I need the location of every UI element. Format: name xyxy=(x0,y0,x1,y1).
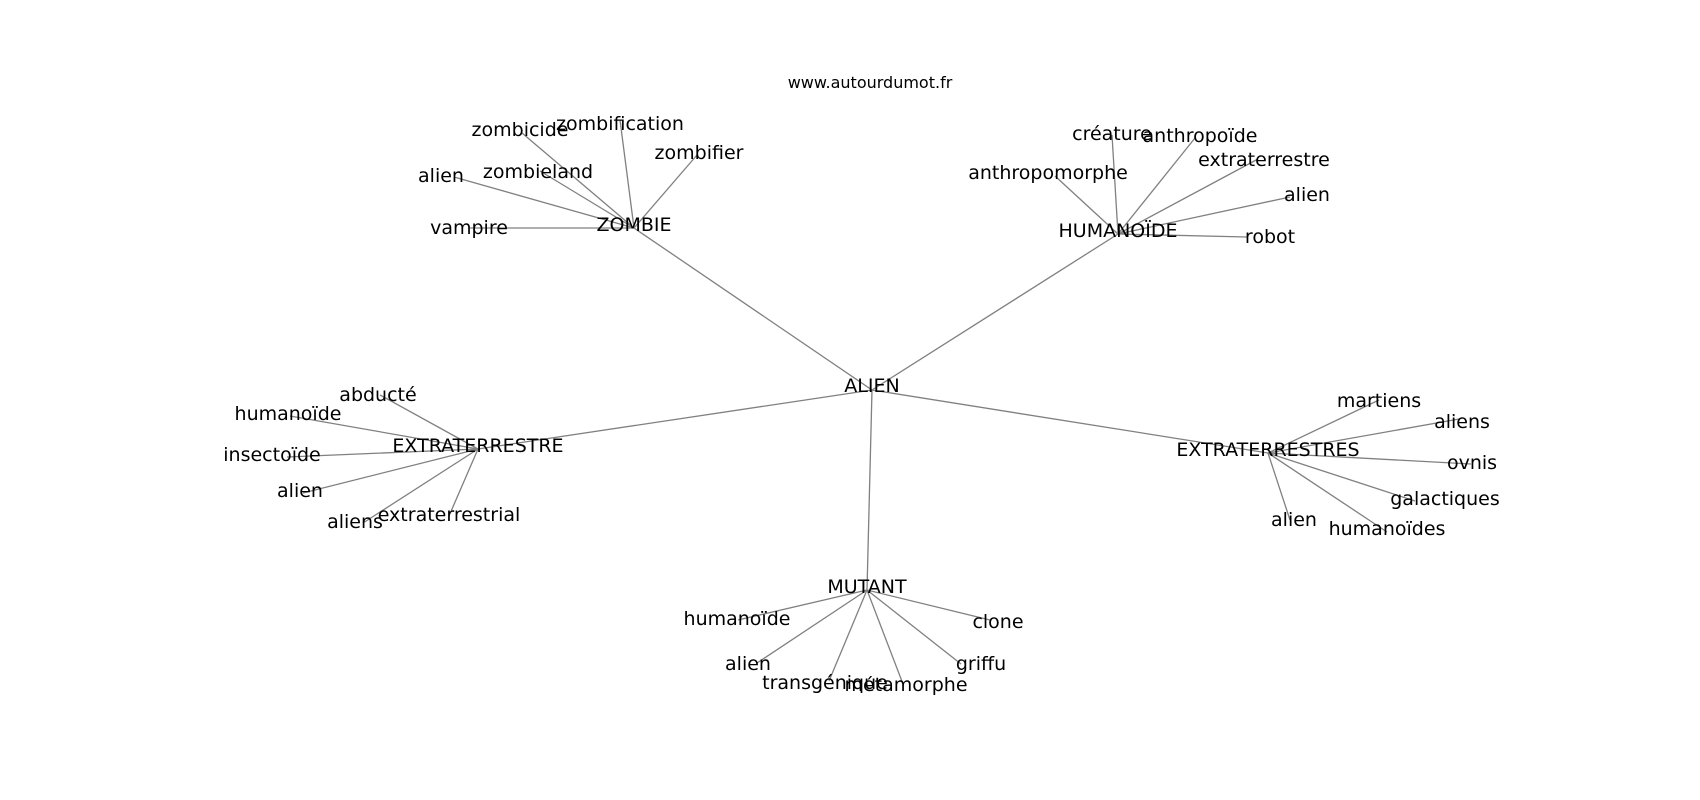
word-node-label: alien xyxy=(418,165,464,187)
graph-edges xyxy=(286,119,1472,685)
edge-center-to-hub xyxy=(866,389,873,591)
center-node-label: ALIEN xyxy=(844,375,899,397)
edge-hub-to-word xyxy=(1267,452,1388,533)
word-node-label: créature xyxy=(1072,123,1152,145)
graph-labels: www.autourdumot.fr ALIENZOMBIEzombicidez… xyxy=(223,73,1499,696)
edge-hub-to-word xyxy=(1111,134,1119,235)
edge-hub-to-word xyxy=(866,589,904,685)
word-node-label: clone xyxy=(972,611,1023,633)
edge-hub-to-word xyxy=(379,394,479,450)
word-node-label: ovnis xyxy=(1447,452,1497,474)
word-node-label: extraterrestrial xyxy=(378,504,521,526)
hub-node-label: ZOMBIE xyxy=(596,214,671,236)
word-node-label: martiens xyxy=(1337,390,1421,412)
edge-hub-to-word xyxy=(619,119,635,229)
word-node-label: transgénique xyxy=(762,672,888,694)
word-node-label: galactiques xyxy=(1390,488,1500,510)
edge-hub-to-word xyxy=(1117,137,1196,235)
edge-hub-to-word xyxy=(362,448,479,524)
word-node-label: alien xyxy=(1271,509,1317,531)
edge-hub-to-word xyxy=(521,132,635,229)
word-node-label: humanoïde xyxy=(684,608,791,630)
hub-node-label: EXTRATERRESTRE xyxy=(392,435,563,457)
word-node-label: métamorphe xyxy=(844,674,967,696)
word-node-label: alien xyxy=(277,480,323,502)
edge-hub-to-word xyxy=(1267,399,1380,454)
word-node-label: zombieland xyxy=(483,161,593,183)
edge-hub-to-word xyxy=(866,589,962,665)
word-node-label: zombification xyxy=(556,113,684,135)
word-node-label: vampire xyxy=(430,217,508,239)
edge-hub-to-word xyxy=(1117,158,1259,235)
edge-hub-to-word xyxy=(756,589,868,664)
edge-hub-to-word xyxy=(302,448,479,494)
hub-node-label: EXTRATERRESTRES xyxy=(1176,439,1359,461)
word-node-label: extraterrestre xyxy=(1198,149,1330,171)
edge-hub-to-word xyxy=(286,448,479,458)
word-node-label: insectoïde xyxy=(223,444,320,466)
edge-hub-to-word xyxy=(1117,196,1291,235)
word-node-label: zombifier xyxy=(655,142,744,164)
edge-hub-to-word xyxy=(828,589,868,682)
word-node-label: abducté xyxy=(339,384,416,406)
edge-center-to-hub xyxy=(477,389,873,450)
source-credit: www.autourdumot.fr xyxy=(788,73,953,92)
edge-hub-to-word xyxy=(866,589,991,621)
edge-center-to-hub xyxy=(871,233,1119,391)
edge-hub-to-word xyxy=(1267,452,1291,521)
edge-hub-to-word xyxy=(1267,418,1460,454)
word-node-label: aliens xyxy=(327,511,383,533)
edge-hub-to-word xyxy=(453,176,635,229)
edge-center-to-hub xyxy=(633,227,873,391)
word-node-label: humanoïdes xyxy=(1329,518,1446,540)
edge-hub-to-word xyxy=(737,589,868,621)
edge-hub-to-word xyxy=(1117,233,1248,238)
word-node-label: anthropoïde xyxy=(1143,125,1258,147)
word-node-label: aliens xyxy=(1434,411,1490,433)
edge-hub-to-word xyxy=(1267,452,1416,502)
word-node-label: zombicide xyxy=(472,119,569,141)
edge-hub-to-word xyxy=(539,170,635,229)
word-node-label: griffu xyxy=(956,653,1006,675)
word-node-label: robot xyxy=(1245,226,1295,248)
edge-hub-to-word xyxy=(633,154,698,229)
word-node-label: alien xyxy=(725,653,771,675)
hub-node-label: MUTANT xyxy=(827,576,907,598)
word-node-label: humanoïde xyxy=(235,403,342,425)
hub-node-label: HUMANOÏDE xyxy=(1059,219,1178,242)
edge-hub-to-word xyxy=(289,415,479,450)
edge-hub-to-word xyxy=(448,448,479,517)
edge-hub-to-word xyxy=(1054,175,1119,235)
word-node-label: alien xyxy=(1284,184,1330,206)
edge-hub-to-word xyxy=(1267,452,1472,465)
edge-center-to-hub xyxy=(871,389,1269,454)
word-node-label: anthropomorphe xyxy=(968,162,1128,184)
